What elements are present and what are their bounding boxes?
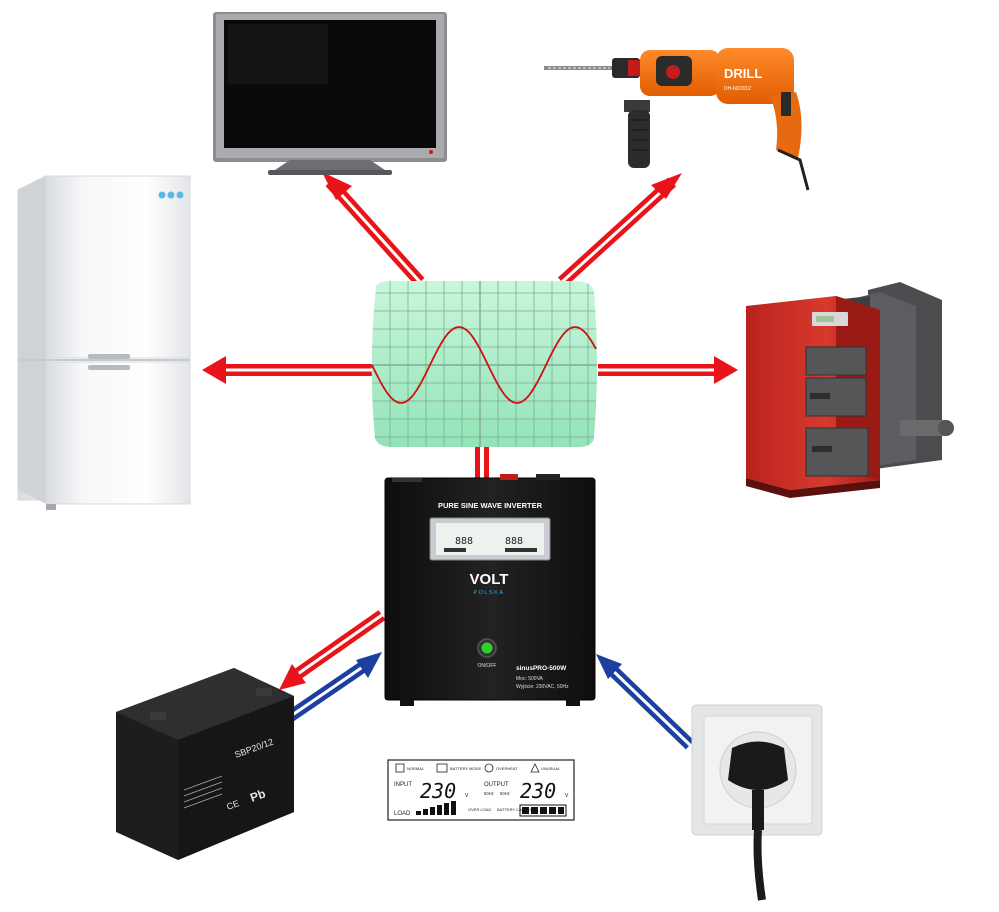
drill-image: DRILL DH-60/2012	[544, 48, 810, 191]
wall-socket-image	[691, 704, 823, 901]
lcd-battery-mode-label: BATTERY MODE	[450, 766, 481, 771]
fridge-image	[17, 175, 191, 510]
arrow-from-socket	[596, 654, 695, 750]
arrow-inverter-to-scope	[475, 446, 489, 480]
lcd-output-unit: V	[565, 793, 569, 799]
lcd-output-label: OUTPUT	[484, 782, 509, 788]
inverter-lcd-small: 888 888	[429, 517, 551, 561]
lcd-input-label: INPUT	[394, 782, 412, 788]
battery-ce-mark: CE	[225, 798, 240, 812]
lcd-load-bars	[416, 801, 456, 815]
battery-pb-mark: Pb	[248, 786, 267, 804]
svg-text:888: 888	[455, 536, 473, 547]
lcd-status-panel: NORMAL BATTERY MODE OVERHEAT UNUSUAL INP…	[387, 759, 575, 821]
arrow-to-fridge	[202, 356, 372, 384]
brand-logo-volt: VOLT	[470, 571, 509, 588]
drill-model: DH-60/2012	[724, 86, 751, 92]
lcd-load-label: LOAD	[394, 811, 411, 817]
drill-brand: DRILL	[724, 66, 762, 81]
power-button[interactable]	[477, 638, 497, 658]
lcd-overload-label: OVER LOAD	[468, 807, 491, 812]
arrow-to-tv	[322, 172, 425, 287]
tv-image	[213, 12, 447, 175]
battery-image: SBP20/12 Pb CE	[116, 668, 294, 860]
lcd-unusual-label: UNUSUAL	[541, 766, 561, 771]
lcd-input-unit: V	[465, 793, 469, 799]
arrow-from-battery	[278, 652, 382, 727]
svg-text:888: 888	[505, 536, 523, 547]
brand-logo-polska: POLSKA	[473, 590, 504, 596]
power-button-label: ON/OFF	[478, 663, 497, 669]
inverter-model: sinusPRO-500W	[516, 665, 567, 672]
lcd-battery-capacity-bars	[519, 804, 567, 817]
arrow-to-battery	[279, 610, 386, 690]
sine-wave-trace	[371, 326, 597, 404]
lcd-freq-out: 60Hz	[500, 791, 510, 796]
arrow-to-drill	[557, 173, 682, 287]
inverter-device: PURE SINE WAVE INVERTER 888 888 VOLT POL…	[384, 474, 596, 706]
scope-grid	[371, 280, 597, 448]
inverter-spec-power: Moc: 500VA	[516, 676, 544, 682]
arrow-to-boiler	[598, 356, 738, 384]
lcd-output-value: 230	[520, 779, 556, 803]
inverter-spec-output: Wyjście: 230VAC, 50Hz	[516, 684, 569, 690]
power-arrows	[202, 172, 738, 750]
lcd-battery-capacity-label: BATTERY CAPACITY	[497, 807, 536, 812]
lcd-freq-in: 50Hz	[484, 791, 494, 796]
inverter-title: PURE SINE WAVE INVERTER	[438, 501, 543, 510]
sine-wave-scope	[371, 280, 597, 448]
lcd-normal-label: NORMAL	[407, 766, 425, 771]
lcd-overheat-label: OVERHEAT	[496, 766, 518, 771]
boiler-image	[746, 282, 954, 498]
lcd-input-value: 230	[420, 779, 456, 803]
